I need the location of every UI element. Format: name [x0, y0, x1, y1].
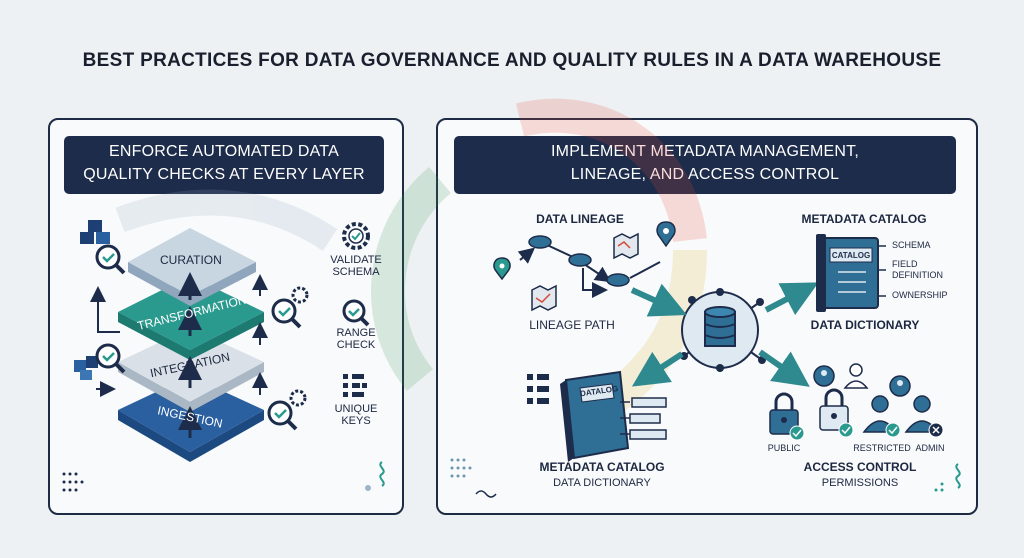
- role-restricted: RESTRICTED: [853, 443, 911, 453]
- map-pin-icon: [493, 257, 511, 281]
- user-icon: [889, 375, 911, 397]
- dots-decoration: [934, 482, 944, 492]
- left-panel-heading: ENFORCE AUTOMATED DATA QUALITY CHECKS AT…: [64, 136, 384, 194]
- gear-icon: [289, 389, 307, 407]
- catalog-top-caption: DATA DICTIONARY: [810, 318, 920, 332]
- access-control-caption: PERMISSIONS: [821, 477, 899, 489]
- lineage-title: DATA LINEAGE: [536, 212, 624, 226]
- catalog-field-field: FIELD: [892, 259, 918, 269]
- check-label-line: VALIDATE: [330, 254, 382, 266]
- role-admin: ADMIN: [915, 443, 945, 453]
- layer-transformation-side: [118, 312, 264, 360]
- wave-decoration: [475, 490, 497, 498]
- user-restricted-icon: [862, 395, 901, 438]
- layer-label-curation: CURATION: [160, 253, 222, 267]
- catalog-top-title: METADATA CATALOG: [801, 212, 927, 226]
- check-label-line: UNIQUE: [334, 403, 378, 415]
- check-label-line: KEYS: [341, 415, 371, 427]
- catalog-book-icon: [816, 234, 886, 312]
- dots-decoration: [62, 472, 84, 492]
- left-heading-line-2: QUALITY CHECKS AT EVERY LAYER: [83, 166, 365, 183]
- catalog-field-ownership: OWNERSHIP: [892, 290, 948, 300]
- catalog-bottom-caption: DATA DICTIONARY: [553, 477, 651, 489]
- page-title: BEST PRACTICES FOR DATA GOVERNANCE AND Q…: [82, 50, 942, 71]
- lineage-node: [568, 253, 592, 267]
- left-heading-line-1: ENFORCE AUTOMATED DATA: [109, 143, 339, 160]
- lineage-caption: LINEAGE PATH: [529, 318, 615, 332]
- check-label-line: RANGE: [336, 327, 376, 339]
- right-panel-heading: IMPLEMENT METADATA MANAGEMENT, LINEAGE, …: [454, 136, 956, 194]
- dots-decoration: [450, 458, 472, 478]
- magnifier-check-icon: [342, 299, 370, 327]
- lock-icon: [769, 392, 805, 441]
- map-pin-icon: [656, 221, 676, 248]
- access-control-title: ACCESS CONTROL: [803, 460, 917, 474]
- user-icon: [813, 365, 835, 387]
- check-label-line: SCHEMA: [332, 266, 380, 278]
- gear-check-icon: [342, 222, 370, 250]
- central-hub: [680, 288, 766, 372]
- database-icon: [704, 306, 736, 347]
- layer-integration-side: [118, 362, 264, 412]
- lineage-graph: [517, 235, 661, 298]
- dot-decoration: [365, 485, 371, 491]
- key-structure-icon: [343, 374, 367, 397]
- layer-curation-side: [128, 262, 256, 306]
- user-admin-icon: [904, 395, 944, 438]
- right-heading-line-2: LINEAGE, AND ACCESS CONTROL: [570, 166, 840, 183]
- datalog-book-icon: [560, 370, 667, 462]
- magnifier-check-icon: [271, 298, 302, 329]
- squiggle-decoration: [379, 461, 385, 487]
- access-control-graphic: [769, 363, 944, 441]
- layer-ingestion-side: [118, 410, 264, 462]
- catalog-book-label: CATALOG: [831, 251, 871, 260]
- lineage-node: [528, 235, 552, 249]
- layer-stack: [62, 220, 385, 492]
- layer-curation: [128, 228, 256, 296]
- feedback-arrow: [90, 286, 120, 333]
- gear-icon: [291, 286, 309, 304]
- check-label-line: CHECK: [336, 339, 376, 351]
- catalog-bottom-title: METADATA CATALOG: [539, 460, 665, 474]
- lineage-node: [606, 273, 630, 287]
- catalog-field-definition: DEFINITION: [892, 270, 943, 280]
- lock-icon: [819, 388, 854, 438]
- right-heading-line-1: IMPLEMENT METADATA MANAGEMENT,: [551, 143, 859, 160]
- check-validate-schema: VALIDATE SCHEMA: [322, 254, 390, 278]
- map-icon: [613, 232, 639, 260]
- magnifier-check-icon: [95, 343, 126, 374]
- user-icon: [843, 363, 869, 389]
- flow-arrows: [630, 282, 819, 387]
- map-icon: [531, 284, 557, 312]
- magnifier-check-icon: [267, 400, 298, 431]
- magnifier-check-icon: [95, 244, 126, 275]
- role-public: PUBLIC: [767, 443, 801, 453]
- catalog-field-schema: SCHEMA: [892, 240, 931, 250]
- check-range-check: RANGE CHECK: [322, 327, 390, 351]
- table-structure-icon: [527, 374, 549, 404]
- cubes-icon: [74, 356, 98, 380]
- data-blocks-icon: [80, 220, 110, 244]
- squiggle-decoration: [955, 463, 961, 489]
- check-unique-keys: UNIQUE KEYS: [322, 403, 390, 427]
